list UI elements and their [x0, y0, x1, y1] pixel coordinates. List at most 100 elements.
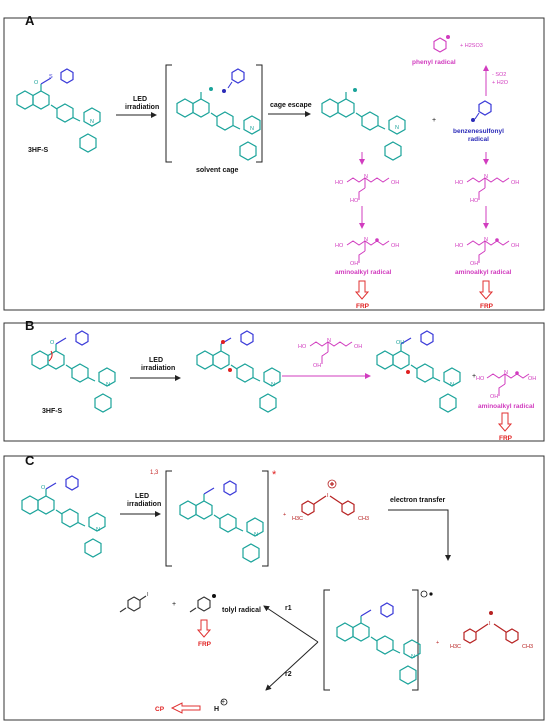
frp-c: FRP — [198, 641, 212, 648]
atom-o-b: O — [50, 340, 55, 346]
proton-charge-sign: + — [221, 699, 225, 706]
n-b-1: N — [327, 338, 331, 344]
step1-line1-a: LED — [133, 96, 147, 103]
cage-bracket-left — [165, 64, 172, 163]
biradical-dot-1 — [221, 340, 225, 344]
tea-b — [309, 341, 353, 365]
cage-label: solvent cage — [196, 167, 239, 174]
aminoalkyl-left-dot — [375, 238, 379, 242]
sulfonyl-radical-line2: radical — [468, 136, 489, 143]
phenyl-radical — [433, 37, 447, 53]
cage-flavonol-radical — [176, 91, 261, 161]
atom-i-iodotoluene: I — [147, 592, 149, 598]
panel-b-frame — [3, 322, 545, 442]
ho-left-2: HO — [335, 243, 344, 249]
cation-bracket-right — [412, 589, 419, 691]
r2-label: r2 — [285, 671, 292, 678]
panel-b-label: B — [25, 318, 34, 333]
flavonol-radical-cation — [336, 602, 421, 685]
panel-c-label: C — [25, 453, 35, 468]
aminoalkyl-left — [346, 240, 390, 264]
panel-a: A O S N 3HF-S LED irradiation N solvent … — [3, 13, 545, 311]
escaped-flavonol-radical — [321, 91, 406, 161]
sulfonyl-radical-line1: benzenesulfonyl — [453, 128, 504, 135]
cage-bracket-right — [256, 64, 263, 163]
step1-line1-c: LED — [135, 493, 149, 500]
r2-arrow — [265, 641, 319, 691]
phenyl-radical-dot — [446, 35, 450, 39]
aminoalkyl-left-label: aminoalkyl radical — [335, 269, 392, 276]
cage-escape-label: cage escape — [270, 102, 312, 109]
cation-bracket-left — [323, 589, 330, 691]
frp-left: FRP — [356, 303, 370, 310]
ch3-salt: CH3 — [358, 516, 369, 522]
atom-n-cation: N — [411, 654, 415, 660]
plus-tolyl: + — [172, 601, 176, 608]
oh-right-1: OH — [511, 180, 519, 186]
tolyl-radical-label: tolyl radical — [222, 607, 261, 614]
cage-sulfonyl-radical — [227, 68, 245, 89]
biradical-dot-2 — [228, 368, 232, 372]
oh-left-2: OH — [391, 243, 399, 249]
ch3-radical: CH3 — [522, 644, 533, 650]
step1-line2-c: irradiation — [127, 501, 161, 508]
oh-ketyl: OH — [396, 340, 404, 346]
panel-c-frame — [3, 455, 545, 721]
panel-c: C O N LED irradiation 1,3 * N + — [3, 453, 545, 721]
excited-flavonol — [179, 480, 264, 563]
n-left-2: N — [364, 237, 368, 243]
compound-label-a: 3HF-S — [28, 147, 49, 154]
atom-n-cage: N — [250, 126, 254, 132]
step1-line1-b: LED — [149, 357, 163, 364]
ho-b-2: HO — [476, 376, 485, 382]
atom-n-c2: N — [254, 532, 258, 538]
frp-arrow-right — [478, 280, 494, 300]
n-right-2: N — [484, 237, 488, 243]
panel-b: B O N 3HF-S LED irradiation N HO N OH OH — [3, 318, 545, 442]
iodonium-salt — [301, 479, 355, 516]
sulfonyl-radical-dot-escaped — [471, 118, 475, 122]
oh-right-2b: OH — [470, 261, 478, 267]
frp-arrow-b — [497, 412, 513, 432]
panel-a-label: A — [25, 13, 35, 28]
escaped-oxygen-radical-dot — [353, 88, 357, 92]
h3c-salt: H3C — [292, 516, 303, 522]
step1-line2-b: irradiation — [141, 365, 175, 372]
aminoalkyl-b — [486, 373, 530, 397]
plus-b: + — [472, 373, 476, 380]
n-left-1: N — [364, 174, 368, 180]
n-right-1: N — [484, 174, 488, 180]
ho-right-1: HO — [455, 180, 464, 186]
plus-products-red: + — [436, 640, 439, 646]
plus-a: + — [432, 117, 436, 124]
r1-label: r1 — [285, 605, 292, 612]
atom-o-c: O — [41, 485, 46, 491]
atom-n-escaped: N — [395, 125, 399, 131]
frp-b: FRP — [499, 435, 513, 442]
starting-compound-a — [16, 68, 101, 153]
oh-right-2: OH — [511, 243, 519, 249]
oxygen-radical-dot — [209, 87, 213, 91]
frp-arrow-c — [196, 619, 212, 638]
cleavage-arrow-b — [48, 350, 53, 362]
plus-iodonium: + — [283, 512, 286, 518]
oh-b-1: OH — [354, 344, 362, 350]
ketyl-radical-b — [376, 330, 461, 413]
oh-b-2: OH — [528, 376, 536, 382]
ho-right-2: HO — [455, 243, 464, 249]
so2-loss-line1: - SO2 — [492, 72, 506, 78]
excited-bracket-right — [262, 470, 269, 567]
tea-left — [346, 177, 390, 201]
biradical-b — [196, 330, 281, 413]
sulfonyl-radical-dot — [222, 89, 226, 93]
tea-right — [466, 177, 510, 201]
atom-n-b: N — [106, 382, 110, 388]
atom-n-b3: N — [450, 382, 454, 388]
excited-star: * — [272, 469, 277, 481]
aminoalkyl-right-dot — [495, 238, 499, 242]
starting-compound-b — [31, 330, 116, 413]
oh-left-1: OH — [391, 180, 399, 186]
electron-transfer-label: electron transfer — [390, 497, 446, 504]
step1-line2-a: irradiation — [125, 104, 159, 111]
ho-right-1b: HO — [470, 198, 479, 204]
